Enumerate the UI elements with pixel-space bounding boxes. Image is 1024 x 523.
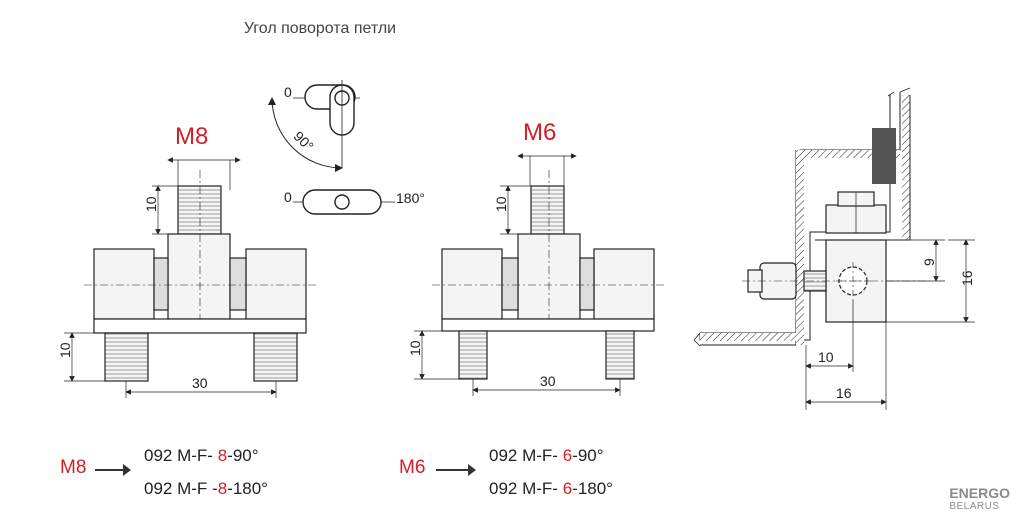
m6-arrow-icon bbox=[436, 464, 476, 476]
m8-dim-width: 30 bbox=[192, 375, 208, 391]
m8-code-180: 092 M-F -8-180° bbox=[144, 479, 268, 498]
m6-code-90: 092 M-F- 6-90° bbox=[489, 446, 604, 465]
m6-code-label: M6 bbox=[399, 457, 426, 478]
side-dim-16-vertical: 16 bbox=[959, 270, 975, 286]
m8-code-90: 092 M-F- 8-90° bbox=[144, 446, 259, 465]
m8-thread-label: M8 bbox=[175, 123, 208, 150]
energo-belarus-logo: ENERGO BELARUS bbox=[949, 485, 1010, 512]
m6-thread-label: M6 bbox=[523, 119, 556, 146]
m6-code-180: 092 M-F- 6-180° bbox=[489, 479, 613, 498]
m6-dim-top: 10 bbox=[493, 196, 509, 212]
angle-180-label: 180° bbox=[396, 190, 425, 206]
side-view: 9 16 10 16 bbox=[693, 87, 975, 410]
side-dim-9: 9 bbox=[921, 258, 937, 266]
m8-arrow-icon bbox=[95, 464, 131, 476]
diagram-title: Угол поворота петли bbox=[243, 20, 397, 37]
front-view-m6: M6 10 10 30 bbox=[407, 119, 664, 396]
front-view-m8: M8 10 10 30 bbox=[57, 123, 316, 398]
m6-dim-bottom: 10 bbox=[407, 340, 423, 356]
m6-dim-width: 30 bbox=[540, 373, 556, 389]
zero-top-label: 0 bbox=[284, 84, 292, 100]
m8-code-label: M8 bbox=[60, 457, 87, 478]
gasket bbox=[872, 128, 896, 184]
angle-90-label: 90° bbox=[291, 128, 317, 154]
rotation-sketch: 0 90° 0 180° bbox=[268, 80, 425, 215]
zero-bottom-label: 0 bbox=[284, 189, 292, 205]
side-dim-16-horizontal: 16 bbox=[836, 385, 852, 401]
m8-dim-bottom: 10 bbox=[57, 342, 73, 358]
side-dim-10: 10 bbox=[818, 349, 834, 365]
m8-dim-top: 10 bbox=[143, 196, 159, 212]
